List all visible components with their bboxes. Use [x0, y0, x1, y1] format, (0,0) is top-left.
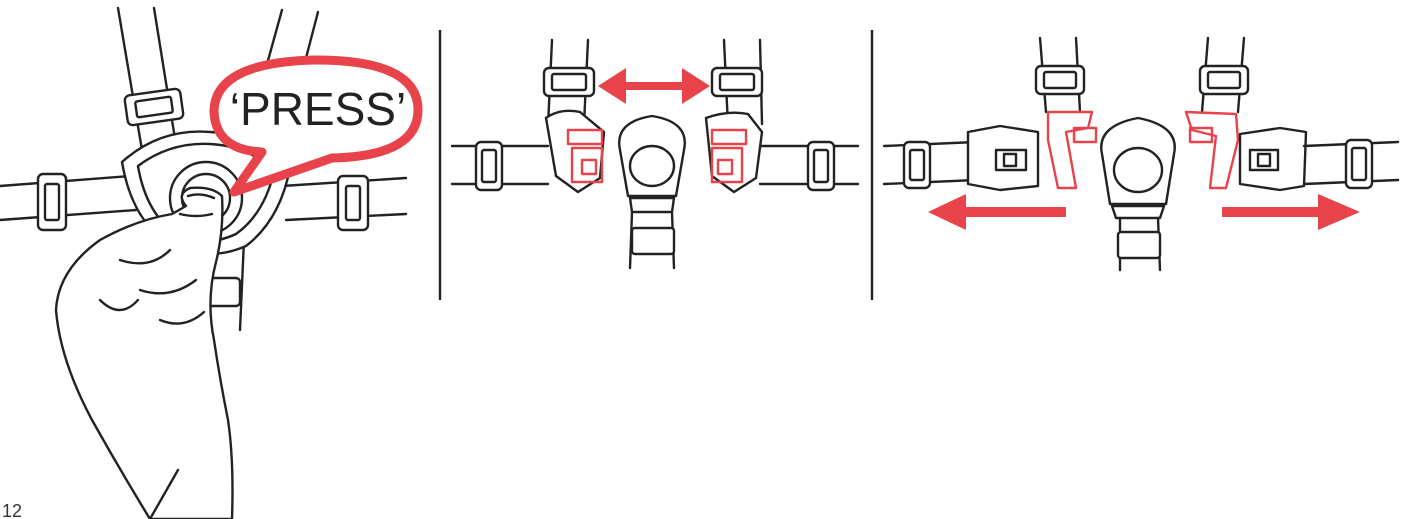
left-waist-strap-2	[450, 140, 550, 192]
panel-press-buckle: ‘PRESS’ 12	[0, 6, 423, 519]
center-buckle-3	[1100, 116, 1176, 272]
left-waist-buckle-half	[882, 124, 1040, 192]
right-waist-strap-2	[758, 140, 860, 192]
right-arrow-icon	[1222, 194, 1360, 230]
left-shoulder-tongue	[1034, 36, 1098, 190]
center-buckle	[617, 114, 687, 270]
panel-tongues-release	[450, 38, 860, 270]
right-tongue-assembly	[704, 38, 764, 194]
right-waist-strap	[280, 174, 408, 232]
left-waist-strap	[0, 172, 138, 232]
page-number: 12	[2, 501, 22, 519]
left-tongue-assembly	[542, 38, 606, 194]
left-arrow-icon	[928, 194, 1066, 230]
right-shoulder-tongue	[1184, 36, 1250, 190]
press-callout: ‘PRESS’	[209, 55, 423, 197]
press-callout-text: ‘PRESS’	[230, 83, 406, 135]
panel-pull-apart	[882, 36, 1400, 272]
right-waist-buckle-half	[1238, 126, 1400, 192]
double-arrow-icon	[598, 68, 710, 104]
hand-illustration	[54, 186, 234, 519]
left-shoulder-strap	[116, 6, 185, 152]
